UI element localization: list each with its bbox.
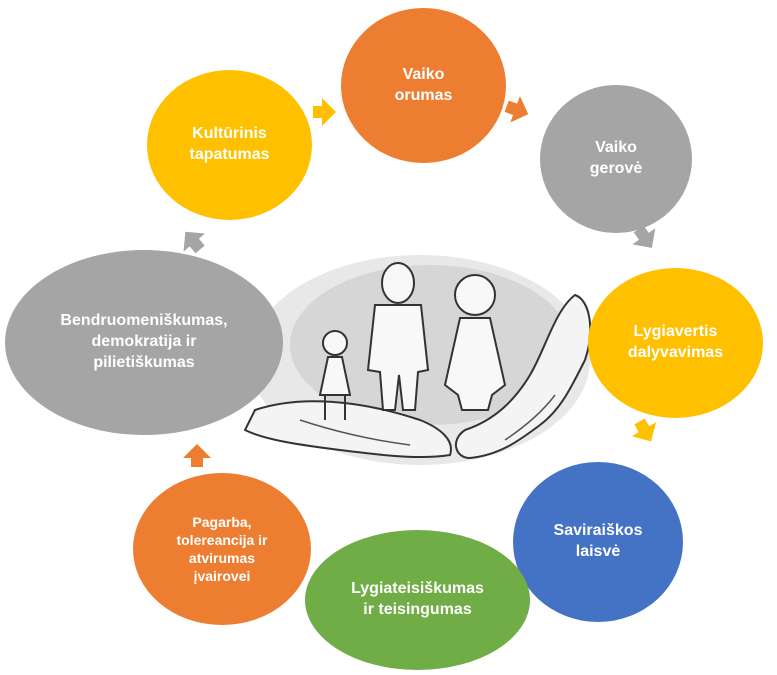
node-vaiko-gerove: Vaiko gerovė — [540, 85, 692, 233]
node-pagarba: Pagarba, tolereancija ir atvirumas įvair… — [133, 473, 311, 625]
node-label: Bendruomeniškumas, demokratija ir piliet… — [60, 312, 228, 371]
arrow-2 — [504, 96, 529, 123]
man-figure — [366, 262, 430, 411]
node-vaiko-orumas: Vaiko orumas — [341, 8, 506, 163]
node-label: Lygiavertis dalyvavimas — [627, 323, 724, 361]
node-label: Vaiko orumas — [394, 65, 453, 104]
arrow-3 — [632, 225, 656, 248]
node-label: Vaiko gerovė — [589, 139, 643, 177]
arrow-7 — [183, 231, 206, 254]
node-label: Pagarba, tolereancija ir atvirumas įvair… — [176, 513, 268, 585]
node-bendruomeniskumas: Bendruomeniškumas, demokratija ir piliet… — [5, 250, 283, 435]
node-label: Lygiateisiškumas ir teisingumas — [351, 580, 484, 618]
node-label: Kultūrinis tapatumas — [189, 125, 270, 163]
node-label: Saviraiškos laisvė — [553, 522, 643, 560]
node-kulturinis-tapatumas: Kultūrinis tapatumas — [147, 70, 312, 220]
woman-figure — [443, 274, 507, 411]
node-saviraiskos-laisve: Saviraiškos laisvė — [513, 462, 683, 622]
arrow-6 — [183, 444, 211, 467]
node-lygiateisiskumas: Lygiateisiškumas ir teisingumas — [305, 530, 530, 670]
arrow-1 — [313, 98, 336, 126]
node-lygiavertis-dalyvavimas: Lygiavertis dalyvavimas — [588, 268, 763, 418]
arrow-4 — [631, 418, 657, 442]
girl-figure — [318, 330, 352, 420]
